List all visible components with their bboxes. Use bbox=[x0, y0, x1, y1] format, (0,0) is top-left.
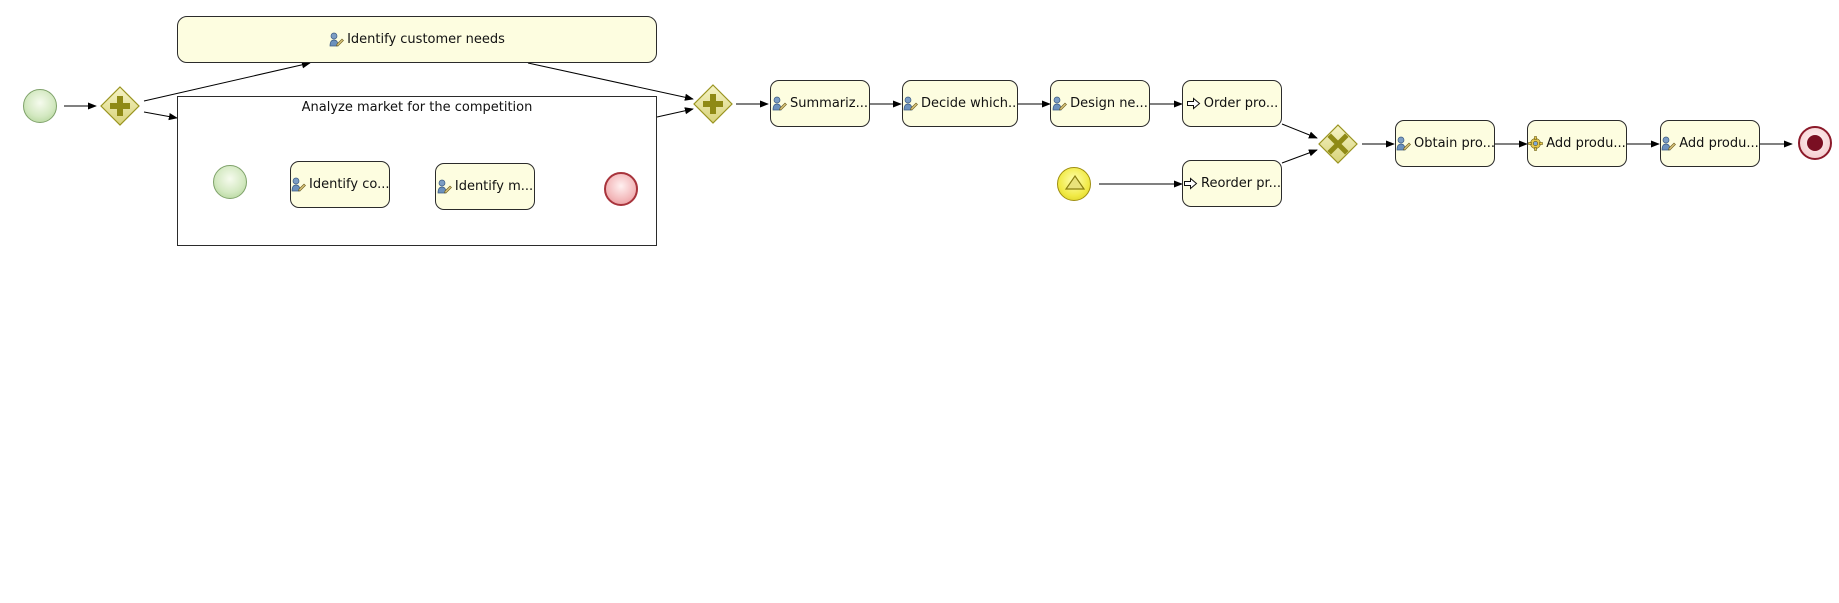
plus-icon bbox=[693, 84, 733, 124]
task-label: Add produ... bbox=[1679, 136, 1759, 151]
user-task-icon bbox=[772, 96, 787, 111]
flow-analyze-market-to-join bbox=[656, 107, 694, 118]
task-label: Identify m... bbox=[454, 179, 534, 194]
send-arrow-icon bbox=[1186, 96, 1201, 111]
task-label: Design ne... bbox=[1070, 96, 1148, 111]
parallel-gateway-split[interactable] bbox=[100, 86, 140, 126]
task-label: Summariz... bbox=[790, 96, 868, 111]
user-task-icon bbox=[1396, 136, 1411, 151]
start-event[interactable] bbox=[23, 89, 57, 123]
subprocess-start-event[interactable] bbox=[213, 165, 247, 199]
task-add-product-user[interactable]: Add produ... bbox=[1660, 120, 1760, 167]
task-identify-customer-needs[interactable]: Identify customer needs bbox=[177, 16, 657, 63]
task-summarize[interactable]: Summariz... bbox=[770, 80, 870, 127]
user-task-icon bbox=[1661, 136, 1677, 151]
task-label: Reorder pr... bbox=[1201, 176, 1281, 191]
triangle-icon bbox=[1064, 174, 1086, 190]
user-task-icon bbox=[1052, 96, 1068, 111]
task-identify-competitors[interactable]: Identify co... bbox=[290, 161, 390, 208]
task-label: Decide which... bbox=[921, 96, 1017, 111]
subprocess-analyze-market[interactable]: Analyze market for the competition bbox=[177, 96, 657, 246]
user-task-icon bbox=[437, 179, 452, 194]
user-task-icon bbox=[329, 32, 345, 47]
task-reorder-product[interactable]: Reorder pr... bbox=[1182, 160, 1282, 207]
task-label: Obtain pro... bbox=[1414, 136, 1494, 151]
x-icon bbox=[1318, 124, 1358, 164]
task-label: Identify co... bbox=[309, 177, 389, 192]
user-task-icon bbox=[903, 96, 918, 111]
subprocess-end-event[interactable] bbox=[604, 172, 638, 206]
task-label: Add produ... bbox=[1546, 136, 1626, 151]
task-add-product-service[interactable]: Add produ... bbox=[1527, 120, 1627, 167]
flow-reorder-to-merge bbox=[1281, 149, 1318, 164]
exclusive-gateway-merge[interactable] bbox=[1318, 124, 1358, 164]
flow-customer-needs-to-join bbox=[527, 62, 694, 101]
task-obtain-product[interactable]: Obtain pro... bbox=[1395, 120, 1495, 167]
task-order-product[interactable]: Order pro... bbox=[1182, 80, 1282, 127]
subprocess-title: Analyze market for the competition bbox=[301, 100, 533, 115]
plus-icon bbox=[100, 86, 140, 126]
flow-split-to-analyze-market bbox=[143, 111, 178, 121]
flow-split-to-customer-needs bbox=[143, 61, 311, 102]
terminate-end-event[interactable] bbox=[1798, 126, 1832, 160]
task-design-new[interactable]: Design ne... bbox=[1050, 80, 1150, 127]
user-task-icon bbox=[291, 177, 306, 192]
task-label: Order pro... bbox=[1203, 96, 1279, 111]
task-label: Identify customer needs bbox=[347, 32, 505, 47]
flow-order-to-merge bbox=[1281, 123, 1318, 139]
gear-icon bbox=[1528, 136, 1544, 151]
task-decide-which[interactable]: Decide which... bbox=[902, 80, 1018, 127]
send-arrow-icon bbox=[1183, 176, 1198, 191]
terminate-core bbox=[1807, 135, 1823, 151]
parallel-gateway-join[interactable] bbox=[693, 84, 733, 124]
task-identify-market[interactable]: Identify m... bbox=[435, 163, 535, 210]
signal-start-event[interactable] bbox=[1057, 167, 1091, 201]
